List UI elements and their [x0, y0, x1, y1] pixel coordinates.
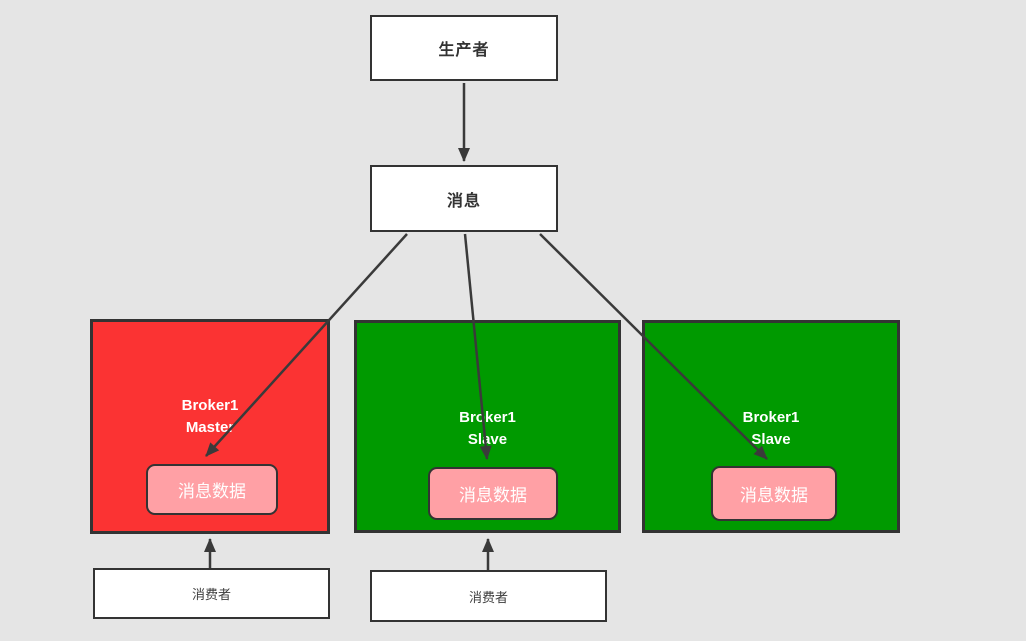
broker1-master-label: Broker1 Master [93, 395, 327, 439]
broker1-slave2-label: Broker1 Slave [645, 407, 897, 451]
consumer2-node: 消费者 [370, 570, 607, 622]
producer-node: 生产者 [370, 15, 558, 81]
broker1-slave2-node: Broker1 Slave 消息数据 [642, 320, 900, 533]
slave2-message-data-label: 消息数据 [740, 486, 808, 505]
producer-label: 生产者 [438, 42, 490, 59]
consumer1-label: 消费者 [191, 587, 231, 602]
broker1-slave1-node: Broker1 Slave 消息数据 [354, 320, 621, 533]
message-node: 消息 [370, 165, 558, 232]
master-message-data-label: 消息数据 [178, 482, 246, 501]
slave2-message-data-node: 消息数据 [711, 466, 837, 521]
broker1-master-node: Broker1 Master 消息数据 [90, 319, 330, 534]
slave1-message-data-label: 消息数据 [459, 486, 527, 505]
broker-name-line1: Broker1 [742, 409, 800, 426]
message-label: 消息 [446, 192, 481, 210]
broker-role-line2: Slave [467, 431, 508, 448]
broker1-slave1-label: Broker1 Slave [357, 407, 618, 451]
consumer1-node: 消费者 [93, 568, 330, 619]
broker-name-line1: Broker1 [459, 409, 516, 426]
broker-name-line1: Broker1 [181, 397, 239, 414]
slave1-message-data-node: 消息数据 [428, 467, 558, 520]
consumer2-label: 消费者 [468, 589, 508, 605]
master-message-data-node: 消息数据 [146, 464, 278, 515]
broker-role-line2: Slave [751, 431, 791, 448]
broker-role-line2: Master [185, 419, 235, 436]
